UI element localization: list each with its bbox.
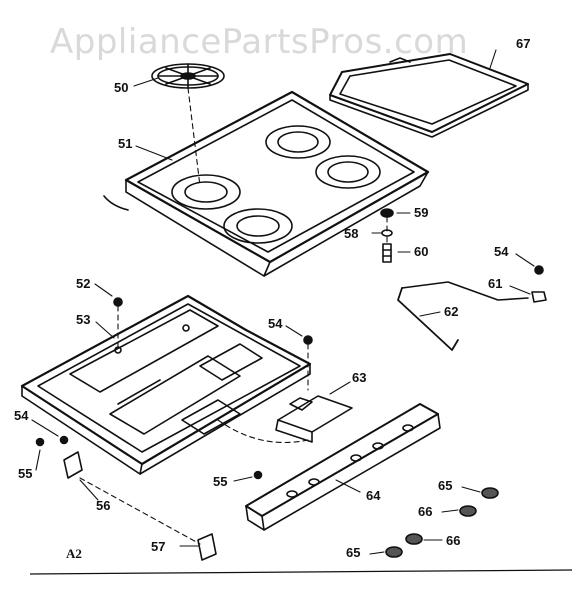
bracket-part-63 — [275, 395, 353, 443]
watermark: AppliancePartsPros.com — [50, 22, 469, 62]
callout-59: 59 — [414, 205, 428, 220]
callout-61: 61 — [488, 276, 502, 291]
diagram-code: A2 — [66, 546, 82, 561]
bottom-rule — [29, 569, 573, 575]
callout-64: 64 — [366, 488, 381, 503]
callout-62: 62 — [444, 304, 458, 319]
front-rail-part-64 — [245, 403, 441, 531]
glass-cover-part-67 — [329, 53, 529, 138]
screws — [35, 297, 313, 480]
callout-65: 65 — [346, 545, 360, 560]
clip-part-56 — [63, 451, 83, 479]
callout-55: 55 — [213, 474, 227, 489]
callout-58: 58 — [344, 226, 358, 241]
callout-66: 66 — [446, 533, 460, 548]
callout-54: 54 — [268, 316, 283, 331]
burner-grate-part-50 — [151, 63, 225, 89]
leader-lines — [31, 49, 535, 555]
callout-67: 67 — [516, 36, 530, 51]
callout-54: 54 — [494, 244, 509, 259]
callout-54: 54 — [14, 408, 29, 423]
callout-56: 56 — [96, 498, 110, 513]
assembly-guide-lines — [79, 87, 388, 545]
leveling-feet-parts-65-66 — [385, 487, 499, 558]
maintop-part-51 — [103, 90, 430, 277]
callout-51: 51 — [118, 136, 132, 151]
burner-box-part-53 — [20, 294, 312, 475]
callout-63: 63 — [352, 370, 366, 385]
callout-50: 50 — [114, 80, 128, 95]
callout-52: 52 — [76, 276, 90, 291]
callout-66: 66 — [418, 504, 432, 519]
callout-55: 55 — [18, 466, 32, 481]
callout-60: 60 — [414, 244, 428, 259]
callout-65: 65 — [438, 478, 452, 493]
wire-rod-part-62 — [397, 281, 529, 351]
clip-part-57 — [197, 533, 217, 561]
callout-53: 53 — [76, 312, 90, 327]
callout-57: 57 — [151, 539, 165, 554]
screw-and-clip-parts-54-61 — [531, 265, 547, 303]
